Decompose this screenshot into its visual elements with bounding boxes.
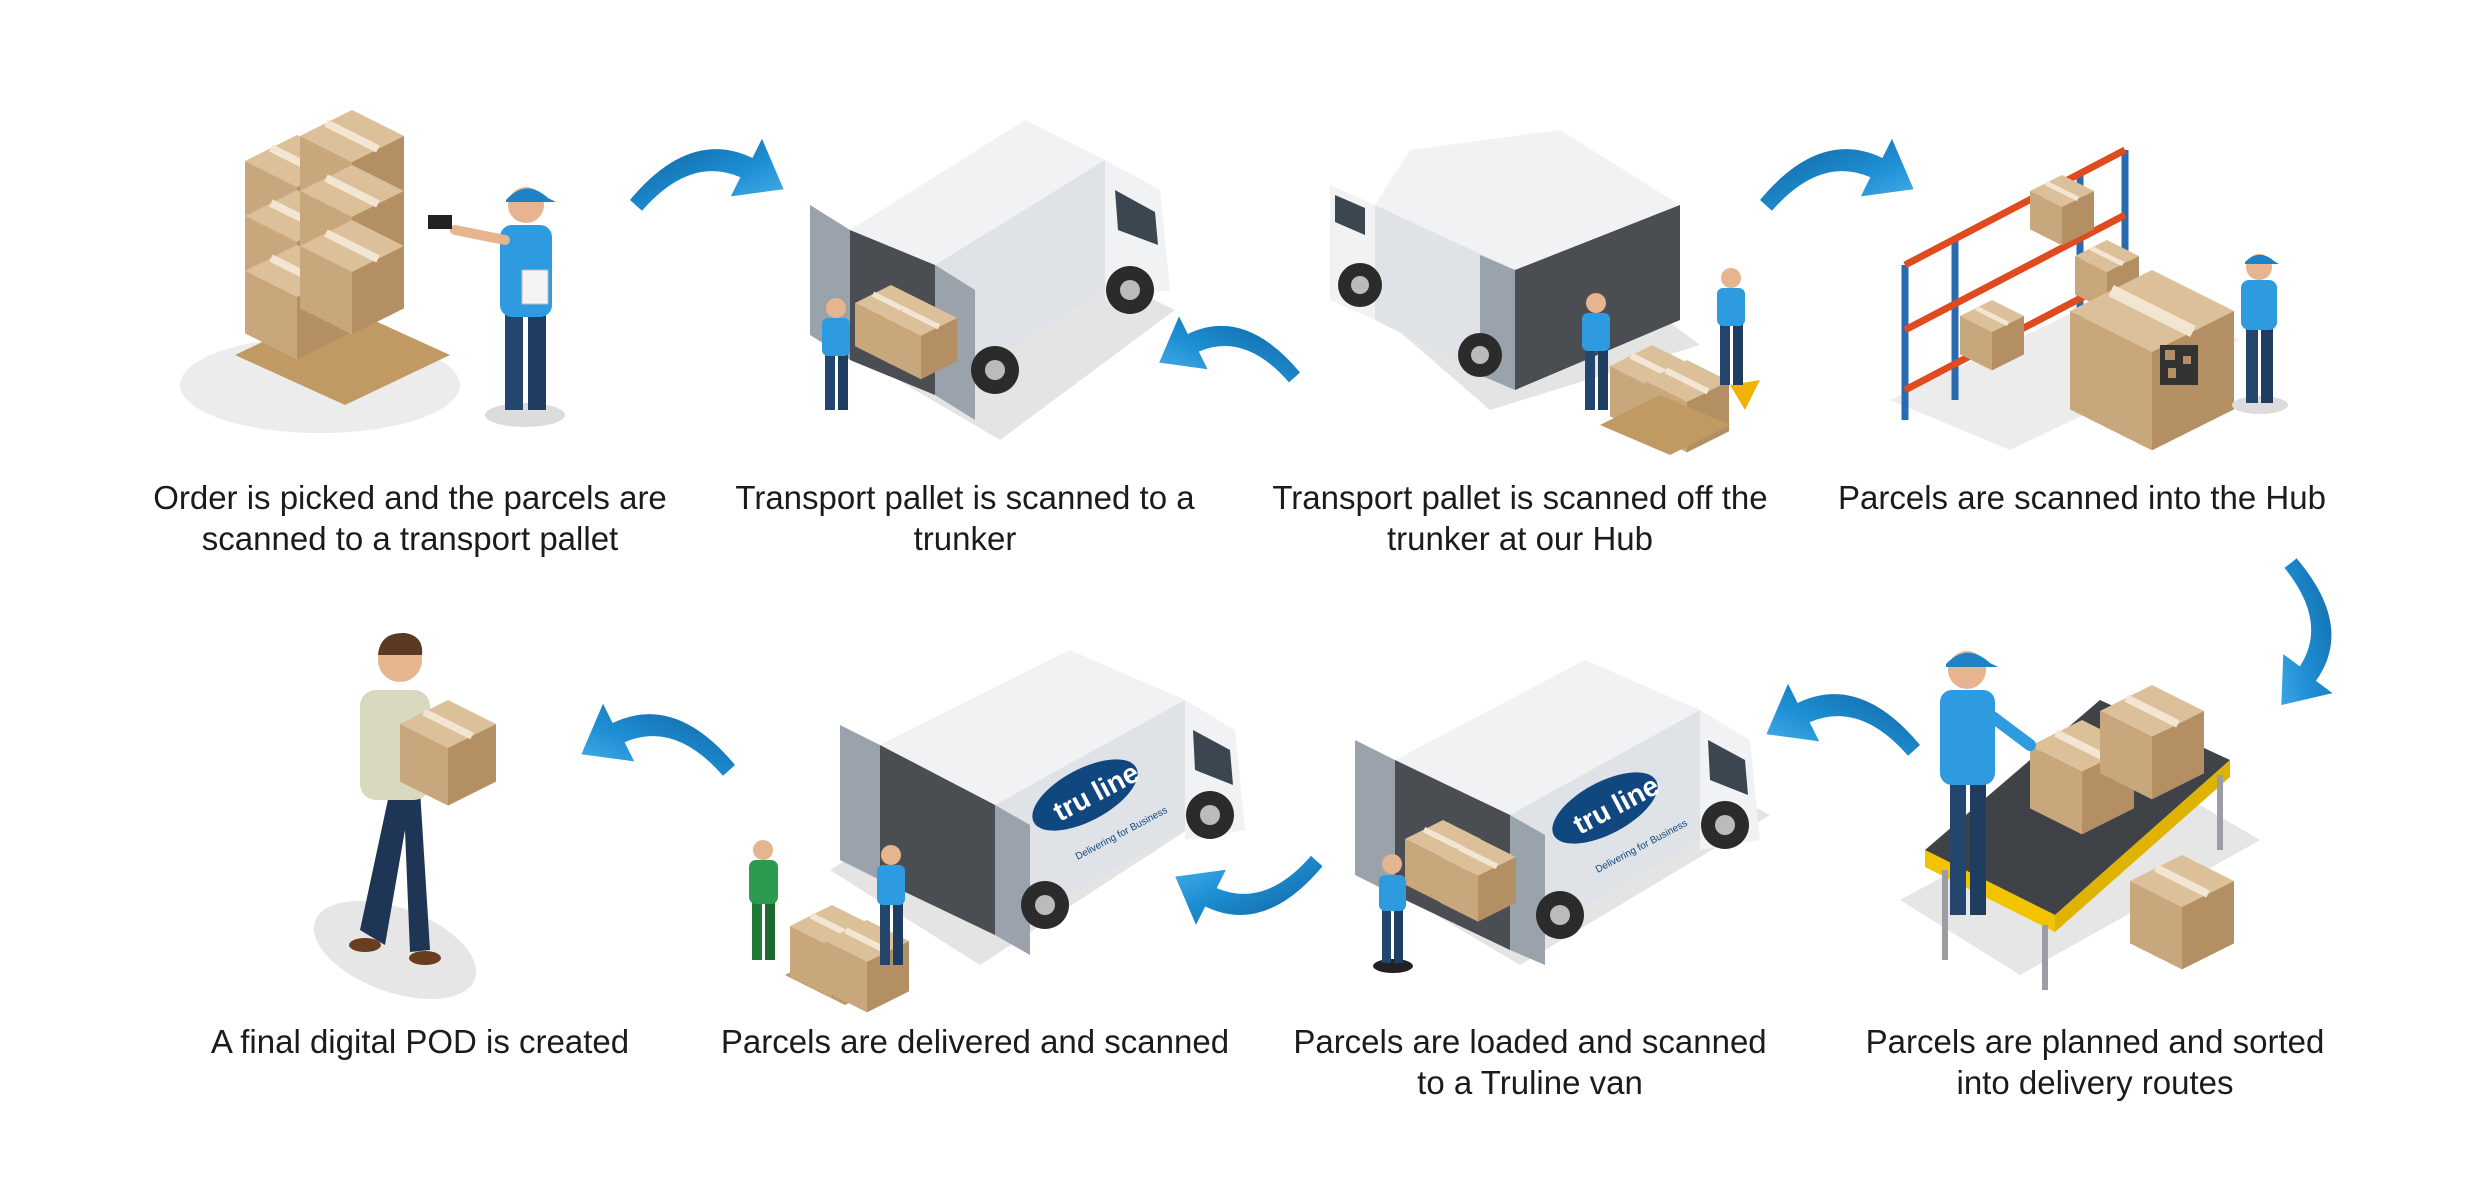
flow-arrow-2: [1159, 316, 1300, 383]
step-1-line-1: Order is picked and the parcels are: [153, 479, 667, 516]
flow-arrow-3: [1760, 138, 1914, 211]
step-5-line-1: Parcels are planned and sorted: [1865, 1023, 2325, 1060]
worker-icon: [822, 298, 850, 410]
worker-icon: [749, 840, 778, 960]
step-7-caption: Parcels are delivered and scanned: [695, 1021, 1255, 1062]
step-6-line-2: to a Truline van: [1417, 1064, 1643, 1101]
step-1-line-2: scanned to a transport pallet: [201, 520, 619, 557]
step-5-caption: Parcels are planned and sorted into deli…: [1815, 1021, 2375, 1103]
step-2-caption: Transport pallet is scanned to a trunker: [685, 477, 1245, 559]
scene-trunker-loading: [810, 120, 1175, 440]
step-2-line-2: trunker: [913, 520, 1017, 557]
step-5-line-2: into delivery routes: [1956, 1064, 2234, 1101]
step-8-caption: A final digital POD is created: [140, 1021, 700, 1062]
worker-icon: [1582, 293, 1610, 410]
step-4-caption: Parcels are scanned into the Hub: [1802, 477, 2362, 518]
step-2-line-1: Transport pallet is scanned to a: [735, 479, 1195, 516]
scene-pick-pallet: [180, 110, 565, 433]
scene-van-delivery: tru line Delivering for Business: [749, 650, 1245, 1012]
scene-conveyor-sorting: [1900, 651, 2260, 990]
step-6-line-1: Parcels are loaded and scanned: [1293, 1023, 1767, 1060]
scene-trunker-unloading: [1330, 130, 1760, 455]
worker-icon: [1717, 268, 1745, 385]
step-3-caption: Transport pallet is scanned off the trun…: [1240, 477, 1800, 559]
worker-icon: [2232, 254, 2288, 414]
worker-icon: [1373, 854, 1413, 973]
step-1-caption: Order is picked and the parcels are scan…: [130, 477, 690, 559]
step-6-caption: Parcels are loaded and scanned to a Trul…: [1250, 1021, 1810, 1103]
step-3-line-1: Transport pallet is scanned off the: [1272, 479, 1768, 516]
qr-code-icon: [2160, 345, 2198, 385]
worker-icon: [1940, 651, 2036, 915]
flow-arrow-6: [1175, 855, 1323, 925]
flow-arrow-7: [581, 703, 735, 776]
worker-icon: [877, 845, 905, 965]
step-4-line-1: Parcels are scanned into the Hub: [1838, 479, 2326, 516]
flow-arrow-1: [630, 138, 784, 211]
step-8-line-1: A final digital POD is created: [210, 1023, 630, 1060]
scene-hub-racks: [1890, 146, 2288, 450]
step-3-line-2: trunker at our Hub: [1387, 520, 1653, 557]
flow-arrow-5: [1766, 683, 1920, 756]
scene-customer-pod: [313, 632, 496, 1000]
scene-van-loading: tru line Delivering for Business: [1355, 660, 1770, 973]
worker-icon: [428, 187, 565, 427]
step-7-line-1: Parcels are delivered and scanned: [720, 1023, 1230, 1060]
flow-arrow-4: [2260, 556, 2355, 714]
